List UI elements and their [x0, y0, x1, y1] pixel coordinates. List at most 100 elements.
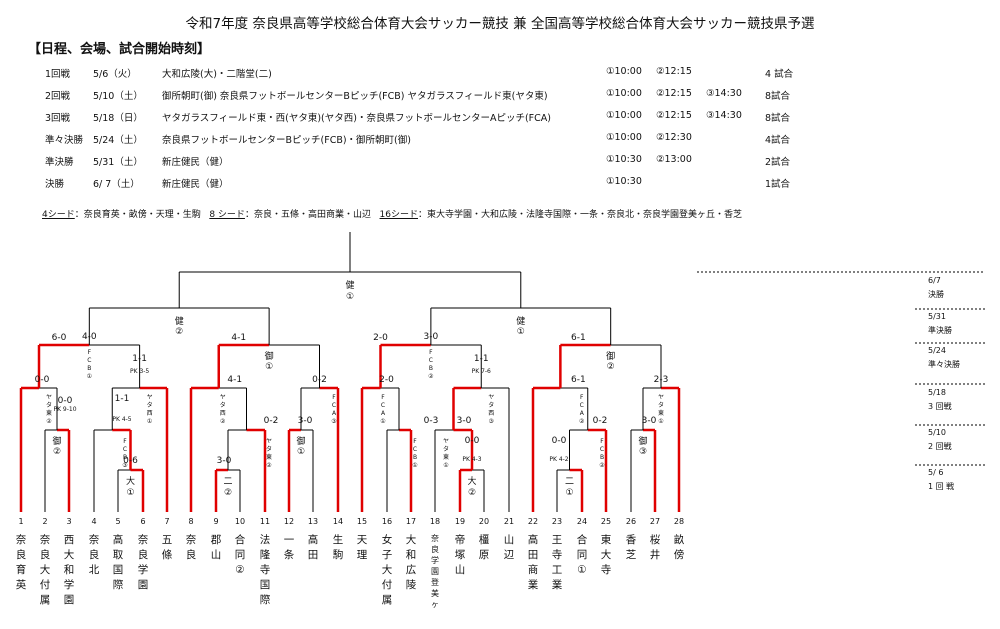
schedule-row: 準々決勝 5/24（土） 奈良県フットボールセンターBピッチ(FCB)・御所朝町(御…	[0, 128, 1000, 150]
team-name: 奈良学園	[137, 534, 149, 591]
team-number: 25	[600, 517, 612, 526]
r2-slot: ①	[296, 447, 306, 457]
team-number: 3	[66, 517, 72, 526]
stage-name: 決勝	[928, 290, 944, 299]
r3-score: 1-1	[473, 354, 489, 364]
r2-pk: PK 4-2	[549, 456, 569, 463]
seed-list: 4シード：奈良育英・畝傍・天理・生駒 8 シード：奈良・五條・高田商業・山辺 1…	[42, 207, 742, 220]
schedule-venue: 大和広陵(大)・二階堂(二)	[162, 69, 272, 80]
schedule-heading: 【日程、会場、試合開始時刻】	[28, 42, 211, 57]
r3-score: 4-1	[227, 375, 243, 385]
r2-slot: ③	[638, 447, 648, 457]
r1-venue: 大	[467, 477, 477, 487]
schedule-venue: 奈良県フットボールセンターBピッチ(FCB)・御所朝町(御)	[162, 135, 411, 146]
schedule-date: 5/24（土）	[93, 135, 143, 146]
seed16-label: 16シード	[379, 210, 418, 220]
sf-slot: ②	[175, 327, 184, 337]
team-number: 11	[259, 517, 271, 526]
schedule-round: 準決勝	[45, 157, 74, 168]
schedule-games: 8試合	[765, 91, 791, 102]
schedule-t3: ③14:30	[706, 88, 742, 99]
r1-score: 3-0	[216, 456, 232, 466]
team-number: 4	[91, 517, 97, 526]
schedule-round: 準々決勝	[45, 135, 84, 146]
r3-score: 6-1	[571, 375, 586, 385]
r1-venue: 大	[125, 477, 135, 487]
schedule-venue: ヤタガラスフィールド東・西(ヤタ東)(ヤタ西)・奈良県フットボールセンターAピッ…	[162, 113, 551, 124]
team-name: 五條	[161, 534, 173, 561]
seed4-label: 4シード	[42, 210, 75, 220]
r3-score: 2-3	[653, 375, 669, 385]
team-name: 一条	[283, 534, 295, 561]
r1-slot: ①	[126, 488, 135, 498]
r1-slot: ②	[467, 488, 477, 498]
team-number: 1	[18, 517, 24, 526]
team-number: 16	[381, 517, 393, 526]
team-number: 20	[478, 517, 490, 526]
r1-slot: ①	[565, 488, 574, 498]
stage-date: 5/18	[928, 388, 946, 397]
r3-score: 0-2	[312, 375, 327, 385]
r2-score: 0-2	[592, 416, 608, 426]
team-name: 桜井	[649, 534, 661, 561]
stage-name: 準々決勝	[928, 360, 960, 369]
seed16-teams: ：東大寺学園・大和広陵・法隆寺国際・一条・奈良北・奈良学園登美ヶ丘・香芝	[418, 210, 743, 220]
stage-name: 2 回戦	[928, 442, 952, 451]
schedule-games: 4 試合	[765, 69, 794, 80]
team-number: 26	[625, 517, 637, 526]
schedule-date: 5/18（日）	[93, 113, 143, 124]
final-slot: ①	[345, 292, 355, 302]
team-name: 山辺	[503, 534, 515, 561]
team-name: 帝塚山	[454, 534, 466, 576]
schedule-t2: ②13:00	[656, 154, 692, 165]
team-name: 橿原	[478, 534, 490, 561]
r2-pk: PK 4-5	[112, 416, 132, 423]
team-name: 法隆寺国際	[259, 534, 271, 606]
qf-venue: 御	[606, 352, 616, 362]
team-number: 22	[527, 517, 539, 526]
r1-score: 0-0	[464, 436, 480, 446]
team-name: 奈良	[185, 534, 197, 561]
r2-score: 3-0	[456, 416, 472, 426]
schedule-t2: ②12:15	[656, 110, 692, 121]
team-number: 23	[551, 517, 563, 526]
team-number: 10	[234, 517, 246, 526]
team-name: 郡山	[210, 534, 222, 561]
team-number: 12	[283, 517, 295, 526]
schedule-t1: ①10:30	[606, 154, 642, 165]
qf-score: 4-1	[231, 333, 247, 343]
schedule-t1: ①10:00	[606, 110, 642, 121]
qf-slot: ①	[265, 362, 274, 372]
schedule-venue: 新庄健民（健）	[162, 179, 229, 190]
schedule-t1: ①10:00	[606, 66, 642, 77]
r2-score: 0-0	[551, 436, 567, 446]
team-name: 王寺工業	[551, 534, 563, 591]
r3-pk: PK 9-10	[53, 406, 77, 413]
team-name: 高田	[307, 534, 319, 561]
team-number: 6	[140, 517, 146, 526]
r1-venue: 二	[223, 477, 233, 487]
schedule-venue: 新庄健民（健）	[162, 157, 229, 168]
team-name: 畝傍	[673, 534, 685, 561]
team-name: 香芝	[625, 534, 637, 561]
sf-score: 4-0	[81, 332, 97, 342]
r2-score: 3-0	[297, 416, 313, 426]
team-number: 13	[307, 517, 319, 526]
team-name: 東大寺	[600, 534, 612, 576]
schedule-t2: ②12:15	[656, 88, 692, 99]
team-number: 28	[673, 517, 685, 526]
team-name: 奈良大付属	[39, 534, 51, 606]
r3-pk: PK 7-6	[471, 368, 491, 375]
seed8-teams: ：奈良・五條・高田商業・山辺	[244, 210, 371, 220]
